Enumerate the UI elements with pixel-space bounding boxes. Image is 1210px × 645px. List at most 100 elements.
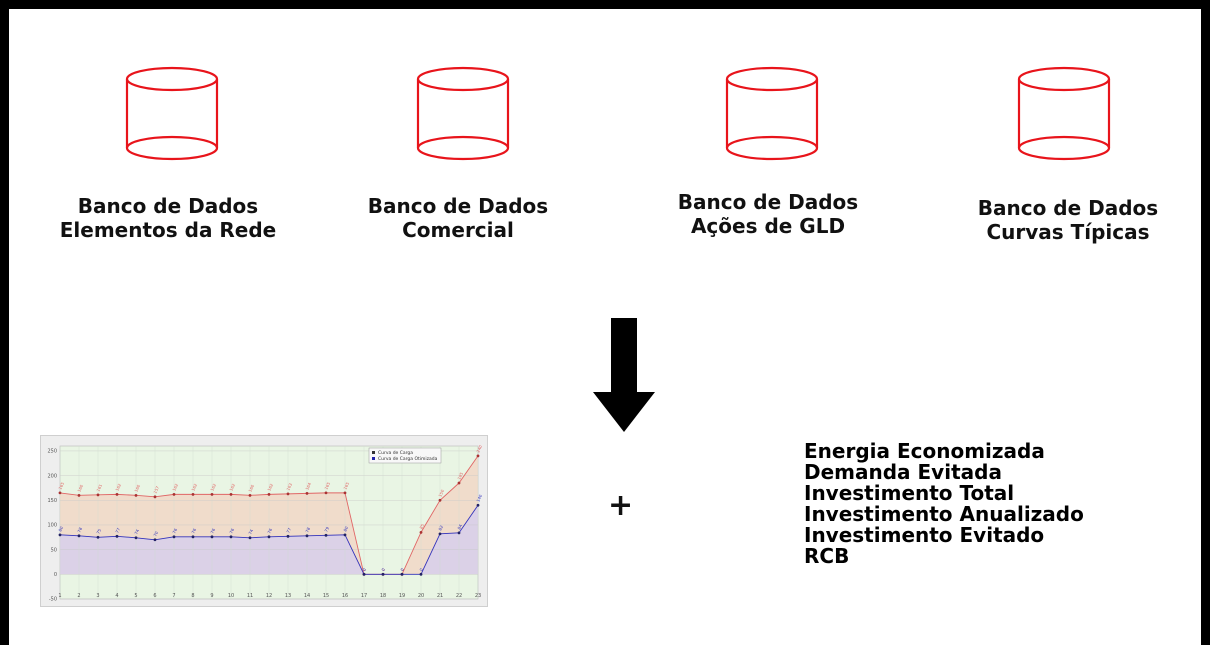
data-point (438, 532, 442, 536)
y-tick-label: 50 (51, 547, 57, 553)
y-tick-label: 100 (47, 523, 57, 529)
database-label-comercial: Banco de Dados Comercial (318, 194, 598, 242)
data-label: 79 (323, 526, 330, 533)
legend-swatch (372, 457, 375, 460)
data-point (286, 534, 290, 538)
x-tick-label: 13 (285, 593, 291, 599)
data-point (324, 491, 328, 495)
database-label-line1: Banco de Dados (677, 190, 859, 214)
data-label: 162 (228, 482, 236, 491)
x-tick-label: 7 (172, 593, 175, 599)
data-label: 161 (95, 483, 103, 492)
legend-label: Curva de Carga (378, 450, 413, 456)
x-tick-label: 6 (153, 593, 156, 599)
result-item: Demanda Evitada (804, 460, 1002, 484)
data-point (153, 538, 157, 542)
database-label-elementos-rede: Banco de Dados Elementos da Rede (28, 194, 308, 242)
data-point (96, 493, 100, 497)
x-tick-label: 12 (266, 593, 272, 599)
data-label: 0 (418, 567, 424, 572)
data-label: 165 (323, 481, 331, 490)
x-tick-label: 14 (304, 593, 310, 599)
data-label: 162 (171, 482, 179, 491)
data-point (172, 535, 176, 539)
data-point (58, 533, 62, 537)
data-point (134, 536, 138, 540)
data-point (229, 535, 233, 539)
data-label: 140 (475, 493, 483, 502)
x-tick-label: 20 (418, 593, 424, 599)
data-label: 0 (380, 567, 386, 572)
data-point (191, 492, 195, 496)
results-list: Energia Economizada Demanda Evitada Inve… (804, 441, 1084, 567)
x-tick-label: 16 (342, 593, 348, 599)
x-tick-label: 22 (456, 593, 462, 599)
x-tick-label: 8 (191, 593, 194, 599)
data-label: 0 (380, 567, 386, 572)
database-label-line2: Curvas Típicas (986, 220, 1150, 244)
data-label: 80 (57, 525, 64, 532)
database-cylinder-icon (722, 66, 822, 162)
result-item: RCB (804, 544, 850, 568)
data-point (324, 533, 328, 537)
data-point (248, 493, 252, 497)
data-label: 85 (418, 523, 425, 530)
y-tick-label: -50 (49, 597, 57, 603)
y-tick-label: 0 (54, 572, 57, 578)
data-label: 84 (456, 523, 463, 530)
database-cylinder-icon (413, 66, 513, 162)
result-item: Investimento Anualizado (804, 502, 1084, 526)
data-label: 0 (399, 567, 405, 572)
data-label: 163 (285, 482, 293, 491)
data-label: 160 (247, 483, 255, 492)
data-point (191, 535, 195, 539)
data-point (438, 498, 442, 502)
x-tick-label: 21 (437, 593, 443, 599)
data-point (343, 491, 347, 495)
x-tick-label: 5 (134, 593, 137, 599)
y-tick-label: 250 (47, 449, 57, 455)
database-cylinder-icon (1014, 66, 1114, 162)
y-tick-label: 150 (47, 498, 57, 504)
down-arrow-icon (593, 318, 655, 436)
data-point (115, 534, 119, 538)
data-point (362, 572, 366, 576)
data-label: 165 (342, 481, 350, 490)
database-label-acoes-gld: Banco de Dados Ações de GLD (628, 190, 908, 238)
data-label: 75 (95, 528, 102, 535)
frame-left-border (0, 0, 9, 645)
x-tick-label: 2 (77, 593, 80, 599)
x-tick-label: 23 (475, 593, 481, 599)
data-label: 164 (304, 481, 312, 490)
data-label: 162 (266, 482, 274, 491)
x-tick-label: 10 (228, 593, 234, 599)
data-label: 157 (152, 485, 160, 494)
data-point (210, 535, 214, 539)
database-label-line2: Ações de GLD (690, 214, 846, 238)
legend-swatch (372, 451, 375, 454)
data-point (476, 503, 480, 507)
data-point (267, 535, 271, 539)
frame-top-border (0, 0, 1210, 9)
data-point (77, 493, 81, 497)
data-label: 185 (456, 471, 464, 480)
data-point (476, 454, 480, 458)
data-label: 76 (228, 527, 235, 534)
data-point (210, 492, 214, 496)
data-label: 160 (76, 483, 84, 492)
data-label: 70 (152, 530, 159, 537)
data-point (248, 536, 252, 540)
data-label: 76 (171, 527, 178, 534)
frame-right-border (1201, 0, 1210, 645)
data-label: 74 (247, 528, 254, 535)
x-tick-label: 3 (96, 593, 99, 599)
database-cylinder-icon (122, 66, 222, 162)
data-label: 162 (209, 482, 217, 491)
data-point (77, 534, 81, 538)
data-label: 150 (437, 488, 445, 497)
